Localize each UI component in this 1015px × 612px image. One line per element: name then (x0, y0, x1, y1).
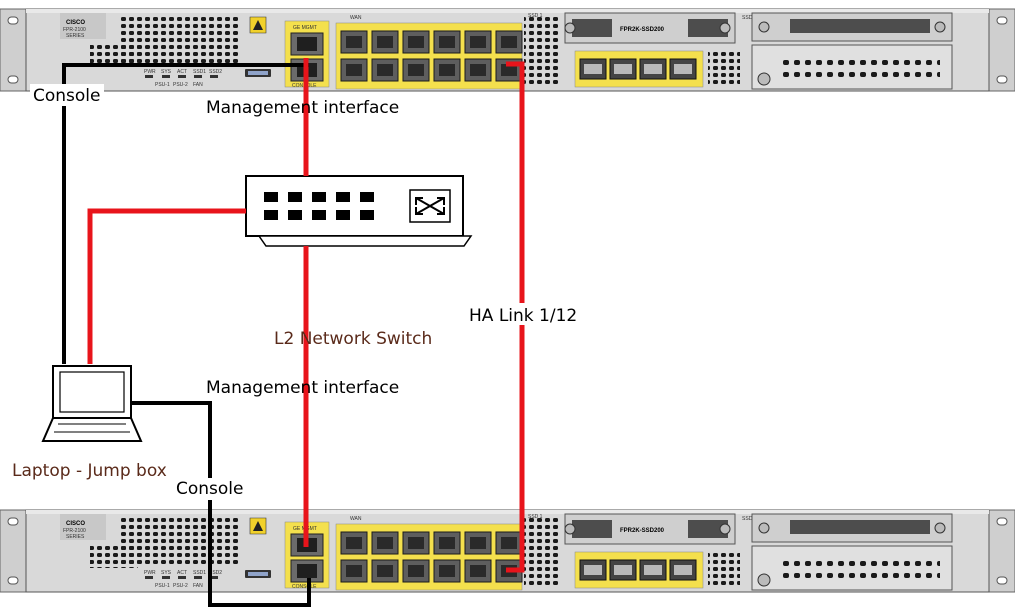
laptop-icon (42, 365, 142, 442)
console-cable-bottom (131, 401, 311, 607)
console-bottom-label: Console (176, 479, 244, 499)
laptop-label: Laptop - Jump box (12, 461, 167, 481)
laptop-to-switch-link (87, 208, 246, 364)
switch-label: L2 Network Switch (274, 329, 432, 349)
l2-switch-icon (245, 175, 473, 247)
console-cable-top (62, 63, 309, 364)
management-interface-bottom-label: Management interface (206, 378, 399, 398)
ha-link-label: HA Link 1/12 (469, 306, 577, 326)
management-interface-top-label: Management interface (206, 98, 399, 118)
console-top-label: Console (33, 86, 101, 106)
firewall-secondary (0, 509, 1015, 593)
firewall-primary (0, 8, 1015, 92)
